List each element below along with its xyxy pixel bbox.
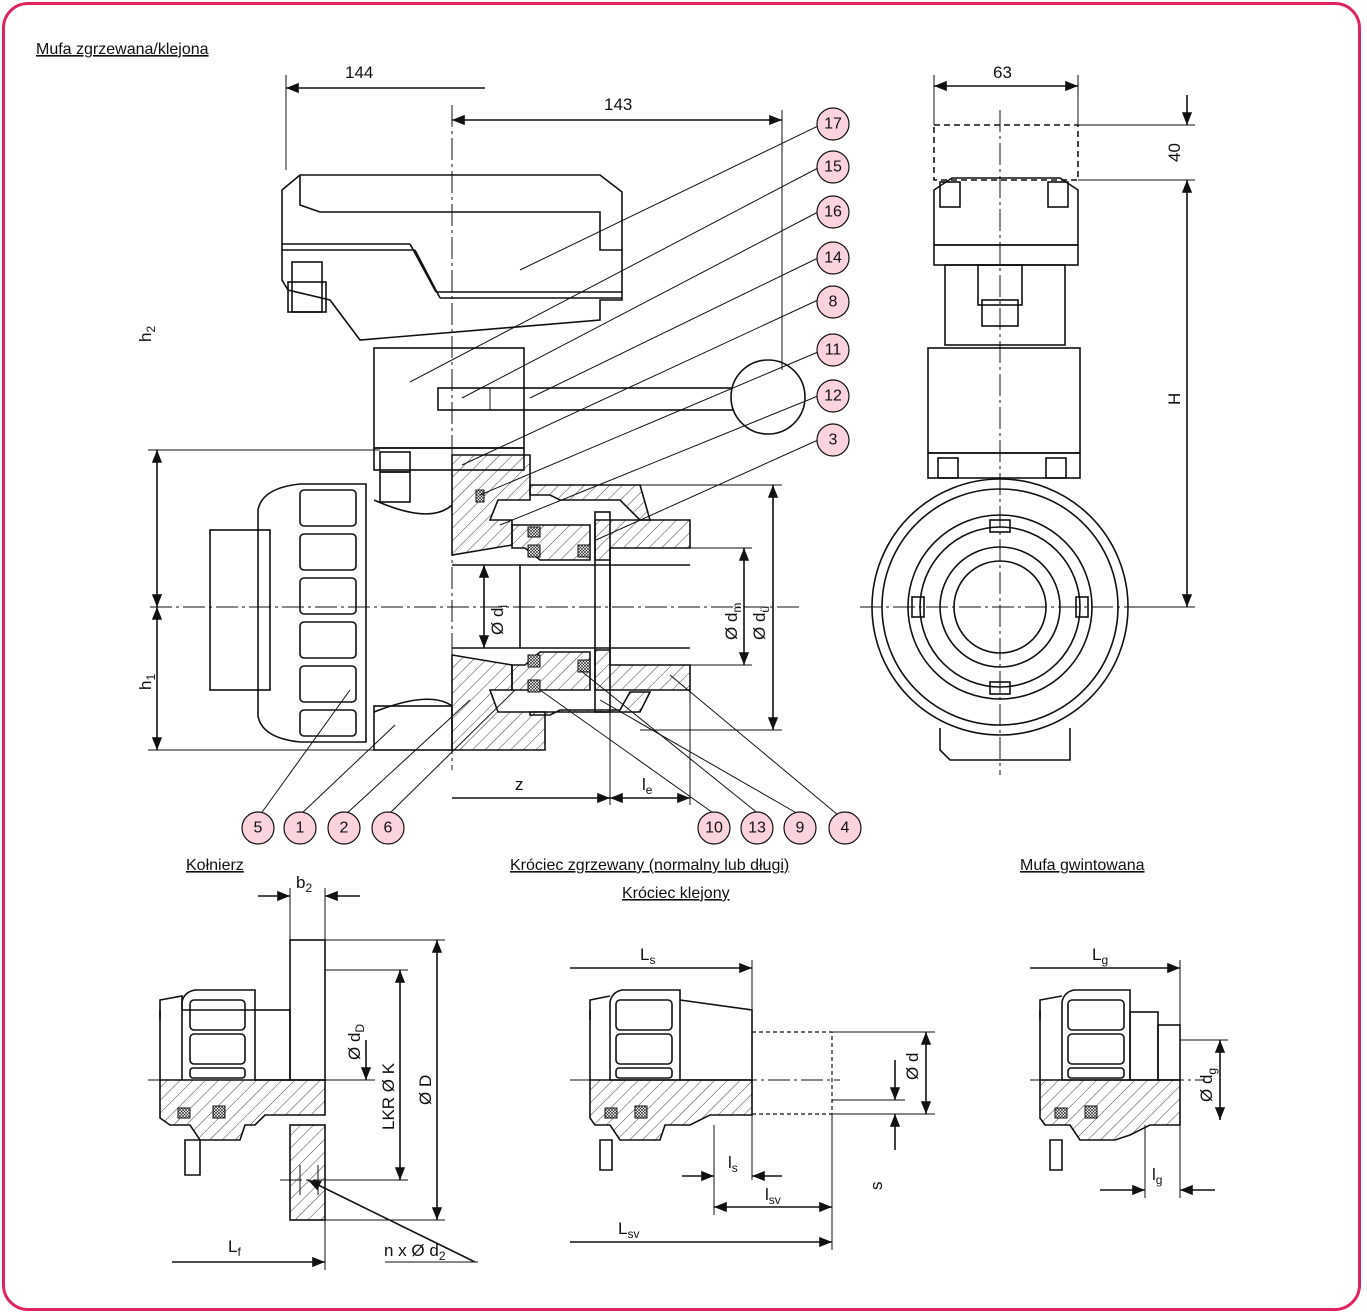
title-spigot-weld: Króciec zgrzewany (normalny lub długi) <box>510 857 789 874</box>
dim-z: z <box>515 775 524 794</box>
dim-dg: Ø dg <box>1197 1068 1219 1102</box>
callout-2: 2 <box>327 811 361 845</box>
svg-text:16: 16 <box>824 204 842 221</box>
dim-63: 63 <box>993 63 1012 82</box>
svg-text:13: 13 <box>748 820 766 837</box>
dim-du: Ø dü <box>750 606 772 640</box>
callout-10: 10 <box>697 811 731 845</box>
svg-text:17: 17 <box>824 116 842 133</box>
callout-15: 15 <box>816 150 850 184</box>
dim-ls: ls <box>728 1153 738 1175</box>
dim-dD: Ø dD <box>345 1024 367 1060</box>
spigot-detail: Ls ls lsv Lsv Ø d s <box>570 945 935 1250</box>
svg-text:11: 11 <box>825 342 842 359</box>
callout-4: 4 <box>828 811 862 845</box>
dim-di: Ø di <box>488 605 510 635</box>
callout-12: 12 <box>816 379 850 413</box>
dim-s: s <box>867 1182 886 1191</box>
svg-text:15: 15 <box>824 159 842 176</box>
title-threaded: Mufa gwintowana <box>1020 857 1145 874</box>
dim-143: 143 <box>604 95 632 114</box>
callout-16: 16 <box>816 195 850 229</box>
svg-text:10: 10 <box>705 820 723 837</box>
dim-Lsv: Lsv <box>618 1219 639 1241</box>
svg-text:3: 3 <box>829 432 838 449</box>
dim-Lg: Lg <box>1092 945 1108 967</box>
dim-Ls: Ls <box>640 945 655 967</box>
svg-text:12: 12 <box>824 388 842 405</box>
svg-text:9: 9 <box>796 820 805 837</box>
callout-5: 5 <box>241 811 275 845</box>
dim-h1: h1 <box>136 674 158 690</box>
callout-6: 6 <box>371 811 405 845</box>
callout-9: 9 <box>783 811 817 845</box>
svg-text:4: 4 <box>841 820 850 837</box>
title-main: Mufa zgrzewana/klejona <box>36 41 209 58</box>
callout-14: 14 <box>816 241 850 275</box>
callout-8: 8 <box>816 285 850 319</box>
flange-detail: b2 Ø dD LKR Ø K Ø D Lf n x Ø d2 <box>148 873 478 1270</box>
svg-text:14: 14 <box>824 250 842 267</box>
side-view: 63 40 H <box>860 63 1195 775</box>
callout-1: 1 <box>283 811 317 845</box>
title-flange: Kołnierz <box>186 857 244 874</box>
svg-text:8: 8 <box>829 294 838 311</box>
dim-lsv: lsv <box>765 1185 781 1207</box>
dim-le: le <box>642 775 653 797</box>
threaded-detail: Lg Ø dg lg <box>1030 945 1228 1198</box>
callout-11: 11 <box>816 333 850 367</box>
dim-b2: b2 <box>296 873 312 895</box>
svg-text:1: 1 <box>296 820 305 837</box>
title-spigot-glue: Króciec klejony <box>622 885 730 902</box>
svg-text:6: 6 <box>384 820 393 837</box>
callout-3: 3 <box>816 423 850 457</box>
dim-H: H <box>1165 393 1184 405</box>
dim-lg: lg <box>1152 1165 1162 1187</box>
dim-40: 40 <box>1165 143 1184 162</box>
main-section-view: 144 143 h2 h1 Ø di Ø dm Ø dü z le <box>136 63 839 816</box>
dim-OD: Ø D <box>416 1075 435 1105</box>
dim-dm: Ø dm <box>722 603 744 640</box>
dim-Lf: Lf <box>228 1237 241 1259</box>
callout-17: 17 <box>816 107 850 141</box>
dim-144: 144 <box>345 63 373 82</box>
callout-13: 13 <box>740 811 774 845</box>
svg-text:5: 5 <box>254 820 263 837</box>
svg-text:2: 2 <box>340 820 349 837</box>
dim-h2: h2 <box>136 326 158 342</box>
dim-LKR: LKR Ø K <box>379 1062 398 1130</box>
dim-nxd2: n x Ø d2 <box>384 1241 446 1263</box>
dim-od: Ø d <box>903 1053 922 1080</box>
